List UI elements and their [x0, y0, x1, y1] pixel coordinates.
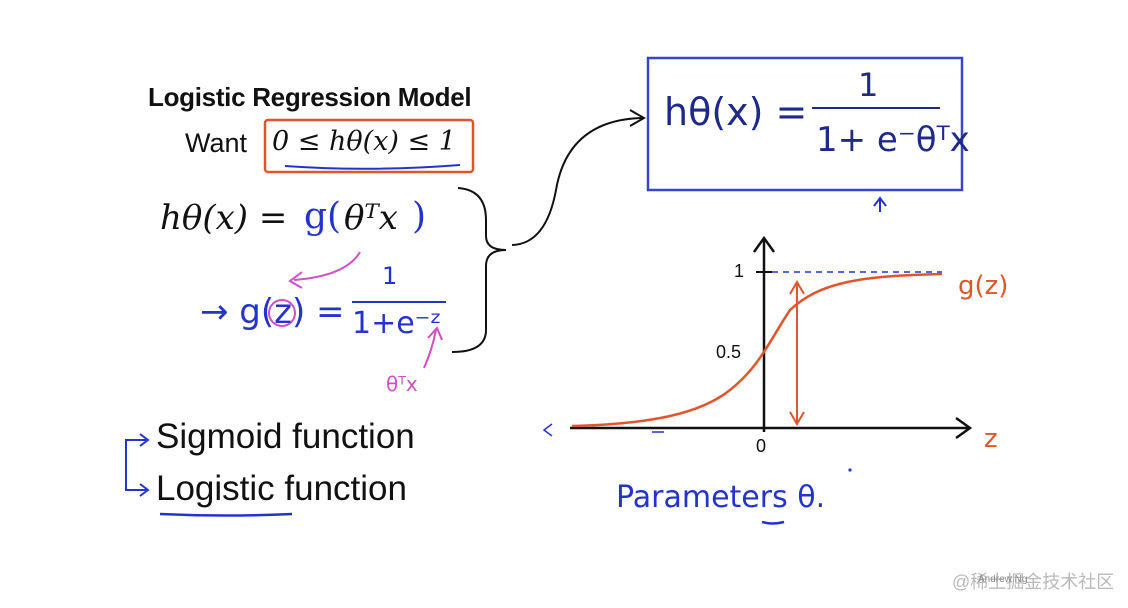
logistic-function-label: Logistic function [156, 469, 407, 508]
author-credit: Andrew Ng [978, 574, 1028, 585]
synonym-bracket [125, 439, 146, 491]
hypothesis-lhs: hθ(x) = [160, 198, 288, 238]
box-hypothesis-lhs: hθ(x) = [664, 90, 808, 134]
slide-title: Logistic Regression Model [148, 82, 472, 112]
want-math: 0 ≤ hθ(x) ≤ 1 [272, 126, 456, 157]
synonym-arrow-1 [139, 433, 150, 447]
hypothesis-box [646, 56, 964, 192]
g-definition-denominator: 1+e⁻ᶻ [352, 306, 442, 341]
x-tick-label-0: 0 [756, 436, 767, 456]
box-denominator: 1+ e⁻θᵀx [816, 120, 970, 160]
sigmoid-curve [571, 272, 943, 428]
x-axis-label: z [984, 424, 998, 454]
theta-underline [761, 520, 785, 525]
g-definition-numerator: 1 [382, 262, 398, 290]
box-numerator: 1 [858, 66, 879, 104]
pink-arrow-head-z [288, 271, 303, 289]
curly-brace [451, 187, 507, 353]
x-axis-arrow [955, 416, 973, 440]
z-circle [268, 299, 296, 327]
watermark: @稀土掘金技术社区 [952, 572, 1115, 592]
theta-tx-note: θᵀx [386, 372, 418, 396]
box-up-arrow [873, 196, 887, 212]
y-axis-arrow [752, 235, 776, 253]
want-highlight-box [263, 118, 475, 174]
sigmoid-function-label: Sigmoid function [156, 417, 415, 456]
hypothesis-close: ) [412, 196, 427, 237]
pink-arrow-to-z [293, 251, 361, 281]
synonym-arrow-2 [139, 483, 150, 497]
g-definition-lhs: → g(z) = [200, 292, 345, 332]
hypothesis-g: g( [304, 196, 342, 237]
y-tick-label-1: 1 [734, 261, 745, 281]
pink-arrow-up-head [427, 326, 443, 341]
want-label: Want [185, 128, 248, 158]
hypothesis-inner: θᵀx [344, 198, 398, 238]
value-arrow-top [789, 280, 805, 295]
value-arrow-bottom [789, 411, 805, 426]
y-tick-label-05: 0.5 [716, 342, 742, 362]
left-arrow-mark [542, 423, 553, 437]
want-underline [284, 164, 461, 170]
ink-dot [848, 468, 852, 472]
parameters-note: Parameters θ. [616, 480, 826, 515]
arrow-to-box [511, 117, 643, 246]
logistic-underline [159, 512, 293, 517]
arrow-to-box-head [629, 109, 647, 127]
pink-arrow-up [423, 329, 437, 369]
curve-label: g(z) [958, 271, 1009, 301]
